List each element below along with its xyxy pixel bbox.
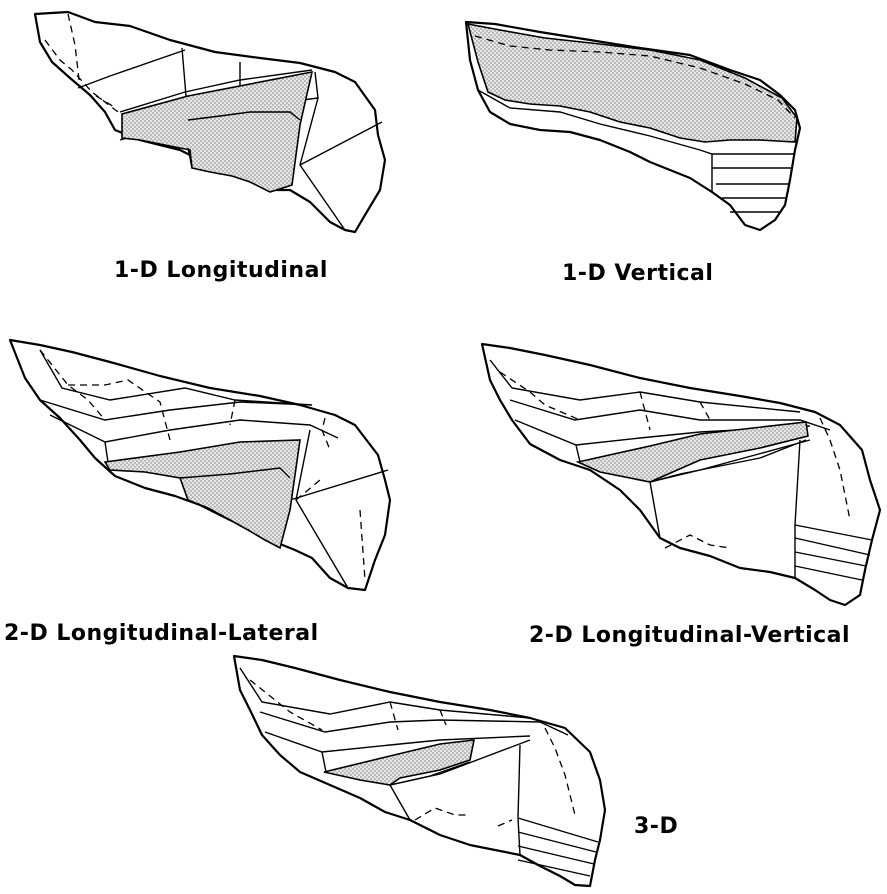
shaded-segment (103, 439, 301, 550)
panel-1d-vertical (464, 20, 802, 232)
caption-2d-longitudinal-vertical: 2-D Longitudinal-Vertical (529, 623, 851, 648)
shaded-segment (323, 739, 476, 786)
shaded-segment (575, 421, 809, 483)
caption-3d: 3-D (634, 814, 679, 839)
caption-1d-vertical: 1-D Vertical (562, 261, 714, 286)
panel-3d (232, 654, 607, 888)
panel-1d-longitudinal (33, 10, 387, 234)
caption-2d-longitudinal-lateral: 2-D Longitudinal-Lateral (4, 621, 319, 646)
caption-1d-longitudinal: 1-D Longitudinal (114, 258, 328, 283)
panel-2d-longitudinal-lateral (8, 338, 392, 592)
shaded-segment (466, 22, 798, 143)
panel-2d-longitudinal-vertical (480, 342, 882, 607)
shaded-segment (121, 70, 314, 193)
